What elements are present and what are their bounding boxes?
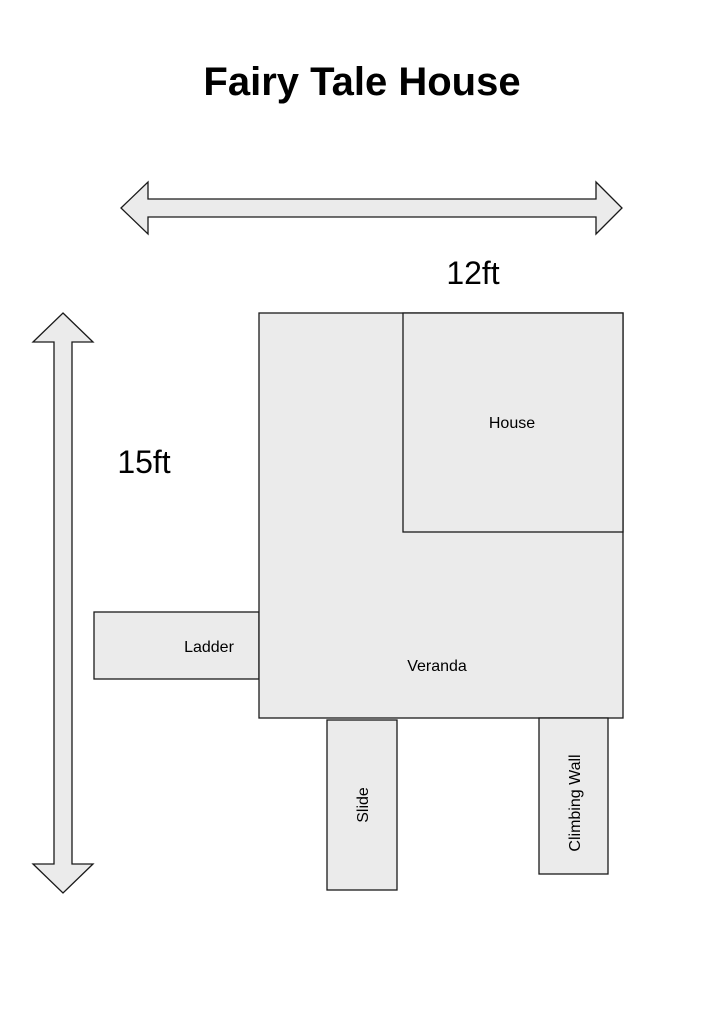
height-double-arrow bbox=[31, 312, 95, 894]
slide-area bbox=[326, 719, 398, 891]
house-label: House bbox=[489, 415, 535, 432]
height-dimension-label: 15ft bbox=[117, 444, 170, 480]
ladder-area bbox=[93, 611, 260, 680]
ladder-label: Ladder bbox=[184, 639, 234, 656]
veranda-label: Veranda bbox=[407, 658, 467, 675]
house-area bbox=[402, 312, 624, 533]
climbing-wall-label: Climbing Wall bbox=[567, 754, 584, 851]
page-title: Fairy Tale House bbox=[203, 60, 520, 104]
width-dimension-label: 12ft bbox=[446, 255, 499, 291]
climbing-wall-area bbox=[538, 717, 609, 875]
slide-label: Slide bbox=[355, 787, 372, 823]
width-double-arrow bbox=[120, 180, 623, 236]
